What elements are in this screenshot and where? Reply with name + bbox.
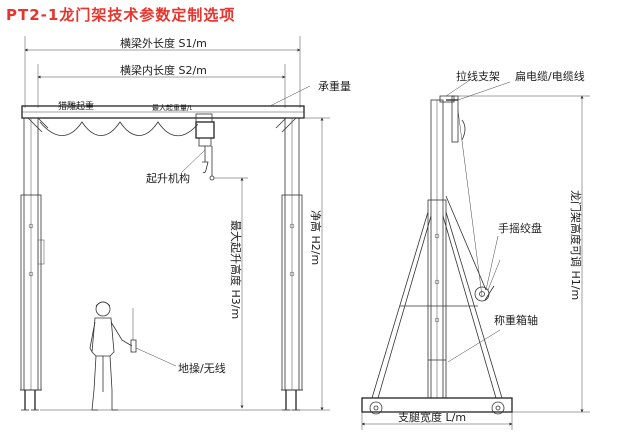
load-capacity-label: 承重量 [318, 79, 351, 93]
max-lift-height-label: 最大起升高度 H3/m [229, 220, 243, 319]
right-column [281, 117, 303, 411]
remote-control-label: 地操/无线 [178, 361, 226, 375]
leg-width-dimension: 支腿宽度 L/m [361, 410, 513, 430]
operator-figure: 地操/无线 [89, 301, 226, 411]
clear-height-label: 净高 H2/m [309, 210, 323, 265]
page-title: PT2-1龙门架技术参数定制选项 [6, 6, 236, 24]
side-view-base [361, 397, 513, 415]
total-height-dimension: 龙门架高度可调 H1/m [458, 95, 590, 413]
inner-length-label: 横梁内长度 S2/m [120, 63, 207, 77]
hoist-brand-label: 猎雕起重 [58, 100, 94, 112]
corner-braces [27, 117, 297, 133]
lifting-mechanism-label: 起升机构 [146, 171, 190, 185]
leg-width-label: 支腿宽度 L/m [398, 410, 466, 424]
total-height-label: 龙门架高度可调 H1/m [569, 190, 583, 300]
left-column [20, 117, 45, 411]
flat-cable-label: 扁电缆/电缆线 [515, 69, 585, 83]
festoon-cable [39, 121, 199, 137]
side-view-cable-bracket: 拉线支架 扁电缆/电缆线 [439, 69, 585, 143]
hand-winch: 手摇绞盘 [445, 109, 542, 302]
heavy-axle: 称重箱轴 [447, 313, 538, 363]
crossbeam: 猎雕起重 最大起重量/t 承重量 [21, 79, 351, 119]
outer-length-label: 横梁外长度 S1/m [120, 36, 207, 50]
max-lift-height-dimension: 最大起升高度 H3/m [214, 177, 248, 409]
side-view-column [427, 99, 447, 399]
clear-height-dimension: 净高 H2/m [300, 117, 330, 411]
heavy-axle-label: 称重箱轴 [494, 313, 538, 327]
side-view-braces [371, 211, 503, 399]
max-lift-tag: 最大起重量/t [152, 103, 192, 112]
outer-length-dimension: 横梁外长度 S1/m [24, 36, 301, 108]
hand-winch-label: 手摇绞盘 [498, 221, 542, 235]
inner-length-dimension: 横梁内长度 S2/m [37, 63, 286, 108]
cable-bracket-label: 拉线支架 [456, 69, 500, 83]
